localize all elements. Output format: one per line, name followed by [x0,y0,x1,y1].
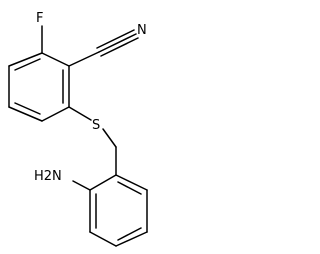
bond [89,231,117,247]
bond [115,231,148,247]
double-bond-inner [117,181,142,195]
upper-benzene-ring [8,52,70,122]
c-n-bond [72,180,91,191]
double-bond-inner [14,58,41,71]
nitrogen-label: N [137,23,147,38]
c-cn-bond [68,51,100,67]
triple-bond [100,37,139,57]
triple-bond [98,33,137,53]
c-s-bond [68,106,92,121]
bond [41,52,70,67]
bond [8,52,43,67]
amine-label: H2N [34,169,62,184]
sulfur-label: S [92,118,100,133]
s-c-bond [102,128,117,148]
fluorine-label: F [36,11,43,26]
double-bond-inner [117,227,142,241]
bond [8,106,43,122]
triple-bond [96,29,135,49]
lower-benzene-ring [89,146,148,247]
double-bond-inner [14,102,41,115]
chemical-structure: F N S H2N [8,11,148,247]
bond [89,174,117,191]
bond [115,174,148,191]
bond [41,106,70,122]
